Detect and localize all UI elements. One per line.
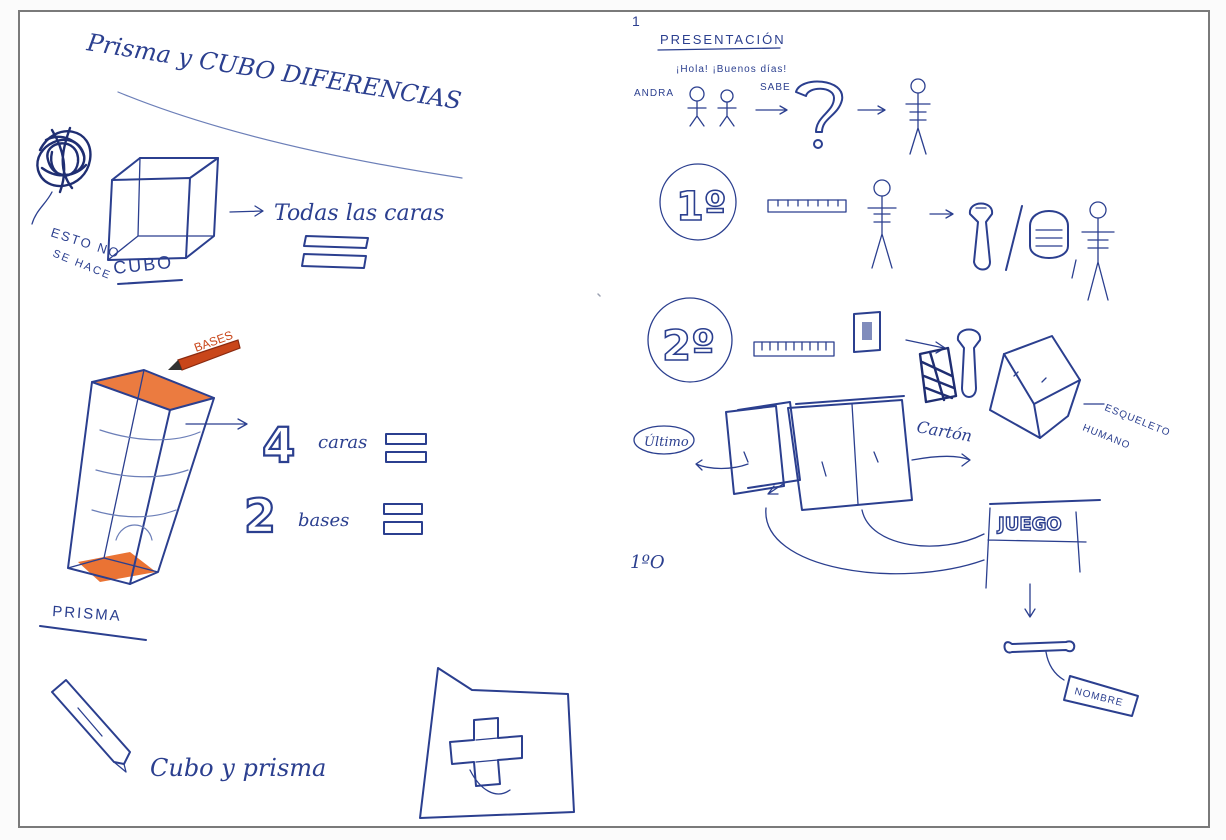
presentation-underline xyxy=(658,48,780,50)
equals-icon-bases xyxy=(384,504,422,534)
ruler-icon xyxy=(768,200,846,212)
bone-icon xyxy=(1005,641,1075,680)
stray-mark xyxy=(598,294,600,296)
wrench-icon-2 xyxy=(958,330,980,398)
left-title: Prisma y CUBO DIFERENCIAS xyxy=(84,28,463,115)
cube-net-drawing xyxy=(420,668,574,818)
last-label: Último xyxy=(644,433,689,450)
kids-icon xyxy=(688,87,736,126)
cube-label-underline xyxy=(118,280,182,284)
pencil-icon xyxy=(52,680,130,772)
prism-drawing xyxy=(68,370,214,584)
name-label: ANDRA xyxy=(634,88,674,99)
prism-arrow xyxy=(186,419,247,429)
carton-panels-drawing xyxy=(696,396,970,510)
cube-arrow xyxy=(230,206,263,216)
scribble-icon xyxy=(32,128,90,224)
faces-number: 4 xyxy=(262,418,295,474)
step2-label: 2º xyxy=(662,321,715,370)
presentation-title: PRESENTACIÓN xyxy=(660,32,786,47)
carton-label: Cartón xyxy=(915,417,973,445)
bases-number: 2 xyxy=(244,489,276,543)
skeleton-icon xyxy=(906,79,930,154)
arrow-2 xyxy=(858,106,885,114)
skeleton-label-2: HUMANO xyxy=(1081,423,1132,452)
equals-icon xyxy=(302,236,368,268)
ruler-icon-2 xyxy=(754,342,834,356)
prisma-underline xyxy=(40,626,146,640)
arrow-1 xyxy=(756,106,787,114)
equals-icon-faces xyxy=(386,434,426,462)
tape-scribble-icon xyxy=(920,348,956,402)
wrench-icon xyxy=(970,204,992,270)
game-label: JUEGO xyxy=(996,514,1062,535)
flow-curve-2 xyxy=(766,508,984,574)
cube-caption: Todas las caras xyxy=(274,201,445,226)
bottom-caption: Cubo y prisma xyxy=(150,754,326,782)
loose-note: 1ºO xyxy=(630,552,665,573)
prisma-label: PRISMA xyxy=(52,603,123,625)
game-arrow xyxy=(1025,584,1035,617)
sabe-label: SABE xyxy=(760,82,791,93)
box-front-icon xyxy=(854,312,880,352)
bases-word: bases xyxy=(298,510,349,531)
page-mark: 1 xyxy=(632,13,642,29)
skeleton-icon-2 xyxy=(1072,202,1114,300)
cube-label: CUBO xyxy=(112,252,174,278)
cube-drawing xyxy=(108,158,218,260)
flow-curve-1 xyxy=(862,510,984,546)
question-mark-icon xyxy=(796,82,842,148)
person-icon xyxy=(868,180,896,268)
tape-roll-icon xyxy=(1030,211,1068,258)
faces-word: caras xyxy=(318,432,367,453)
greeting: ¡Hola! ¡Buenos días! xyxy=(676,64,787,75)
step1-label: 1º xyxy=(676,184,726,230)
slash-divider xyxy=(1006,206,1022,270)
skeleton-box-drawing xyxy=(990,336,1080,438)
arrow-3 xyxy=(930,210,953,218)
